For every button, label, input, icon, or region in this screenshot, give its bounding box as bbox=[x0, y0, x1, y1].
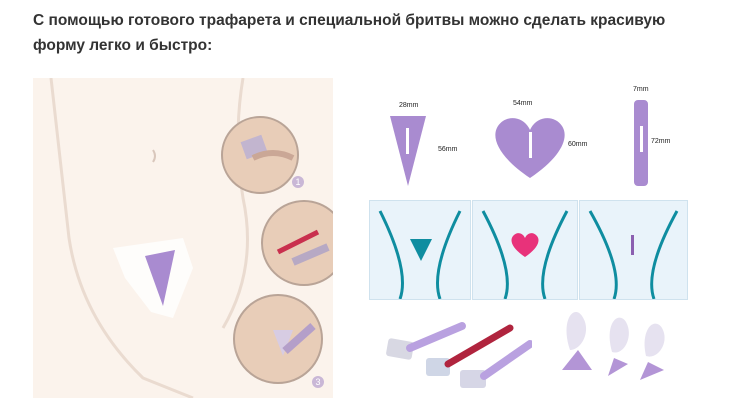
result-strip bbox=[579, 200, 688, 300]
triangle-stencil bbox=[390, 116, 426, 186]
heading: С помощью готового трафарета и специальн… bbox=[33, 12, 666, 54]
step-bubble-1 bbox=[221, 116, 299, 194]
strip-height: 72mm bbox=[651, 138, 671, 145]
triangle-width: 28mm bbox=[399, 102, 419, 109]
razors-photo bbox=[386, 322, 532, 388]
strip-stencil bbox=[634, 100, 648, 186]
heart-height: 60mm bbox=[568, 141, 588, 148]
heart-stencil bbox=[495, 118, 565, 178]
stencil-products-photo bbox=[562, 311, 665, 380]
strip-width: 7mm bbox=[633, 86, 649, 93]
step-bubble-3 bbox=[233, 294, 323, 384]
heart-width: 54mm bbox=[513, 100, 533, 107]
stencil-on-body bbox=[145, 250, 175, 306]
result-heart bbox=[472, 200, 578, 300]
triangle-height: 56mm bbox=[438, 146, 458, 153]
step-number-3: 3 bbox=[312, 376, 324, 388]
step-number-1: 1 bbox=[292, 176, 304, 188]
result-triangle bbox=[369, 200, 471, 300]
step-bubble-2 bbox=[261, 200, 333, 286]
body-illustration: 1 2 3 bbox=[33, 78, 333, 398]
